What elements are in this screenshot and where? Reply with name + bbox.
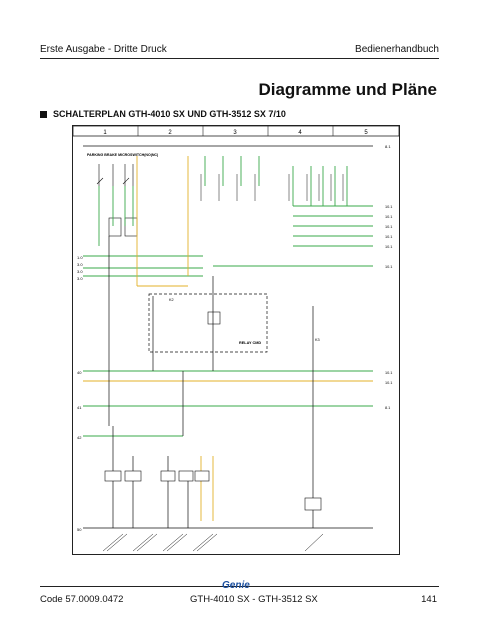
header-right: Bedienerhandbuch (355, 44, 439, 55)
page-number: 141 (421, 594, 437, 605)
genie-logo: Genie (222, 580, 250, 591)
row-label: 41 (77, 405, 82, 410)
section-bullet-icon (40, 110, 47, 118)
column-number: 2 (168, 130, 172, 136)
rail-code: 3.0 (77, 269, 83, 274)
row-label: 50 (77, 527, 82, 532)
column-number: 3 (233, 130, 237, 136)
right-ref: 8.1 (385, 406, 390, 410)
relay-coil (207, 311, 221, 325)
footer-model: GTH-4010 SX - GTH-3512 SX (190, 594, 318, 605)
yellow-wires (83, 156, 373, 521)
footer-code: Code 57.0009.0472 (40, 594, 124, 605)
row-label: 42 (77, 435, 82, 440)
rail-code: 1.0 (77, 255, 83, 260)
relay-cmd-label: RELAY CMD (239, 341, 261, 345)
right-ref: 10.1 (385, 245, 392, 249)
column-number: 1 (103, 130, 107, 136)
parking-brake-label: PARKING BRAKE MICROSWITCH(NO|NC) (87, 153, 159, 157)
section-heading: SCHALTERPLAN GTH-4010 SX UND GTH-3512 SX… (40, 109, 286, 119)
header-left: Erste Ausgabe - Dritte Druck (40, 44, 167, 55)
top-rotated-labels (200, 174, 344, 201)
column-number: 4 (298, 130, 302, 136)
rail-code: 3.0 (77, 276, 83, 281)
rail-code: 3.0 (77, 262, 83, 267)
relay-cmd-box (148, 293, 268, 353)
bottom-rotated-labels (102, 533, 324, 552)
parking-brake-switches (96, 164, 138, 237)
section-title: SCHALTERPLAN GTH-4010 SX UND GTH-3512 SX… (53, 109, 286, 119)
relay-tag: K2 (169, 298, 174, 302)
black-wires (83, 236, 373, 529)
page-title: Diagramme und Pläne (258, 80, 437, 99)
wiring-schematic: 1 2 3 4 5 8.1 PARKING BRAKE MICROSWITCH(… (72, 125, 400, 555)
bottom-components (104, 470, 322, 511)
relay-tag-2: K3 (315, 338, 320, 342)
header-rule (40, 58, 439, 59)
right-ref: 10.1 (385, 265, 392, 269)
right-ref: 10.1 (385, 235, 392, 239)
green-wires (83, 156, 373, 437)
schematic-drawing: 1 2 3 4 5 8.1 PARKING BRAKE MICROSWITCH(… (72, 125, 400, 552)
right-ref: 10.1 (385, 225, 392, 229)
footer-rule (40, 586, 439, 587)
column-number: 5 (364, 130, 368, 136)
right-ref: 10.1 (385, 381, 392, 385)
right-ref: 10.1 (385, 205, 392, 209)
right-ref: 10.1 (385, 371, 392, 375)
right-ref: 8.1 (385, 144, 391, 149)
row-label: 40 (77, 370, 82, 375)
right-ref: 10.1 (385, 215, 392, 219)
